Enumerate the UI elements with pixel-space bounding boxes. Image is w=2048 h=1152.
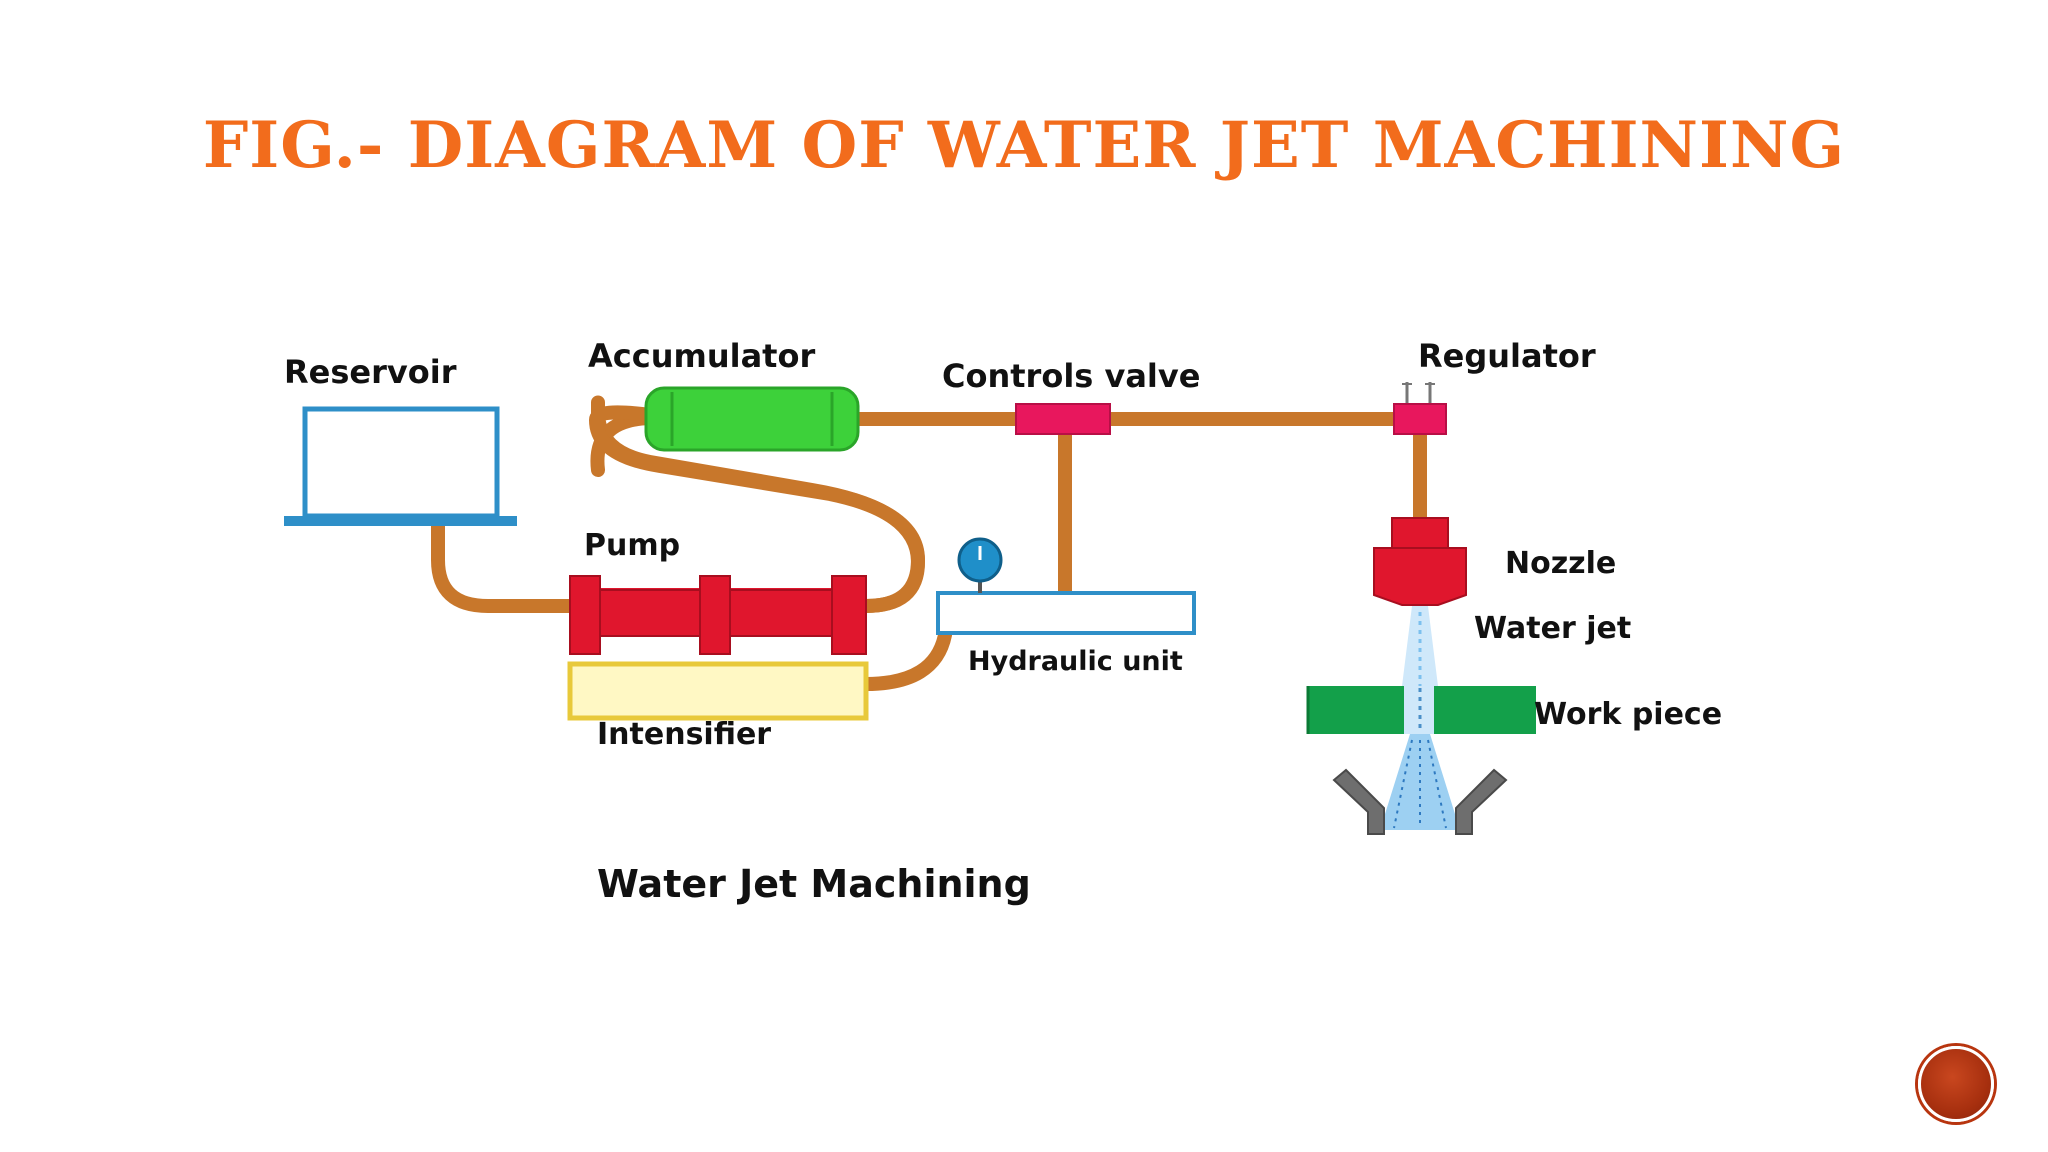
pipe-intensifier-hydraulic	[859, 628, 952, 691]
circle-nav-icon[interactable]	[1918, 1046, 1994, 1122]
hydraulic-unit	[936, 537, 1196, 635]
label-regulator: Regulator	[1418, 337, 1596, 375]
work-piece	[1306, 686, 1536, 734]
regulator	[1393, 382, 1447, 435]
slide-title: FIG.- DIAGRAM OF WATER JET MACHINING	[202, 108, 1846, 183]
diagram-caption: Water Jet Machining	[597, 862, 1031, 906]
pump	[569, 575, 867, 655]
label-reservoir: Reservoir	[284, 353, 457, 391]
spray-cone	[1380, 734, 1460, 830]
label-accumulator: Accumulator	[588, 337, 815, 375]
label-hydraulic-unit: Hydraulic unit	[968, 646, 1183, 677]
label-controls-valve: Controls valve	[942, 357, 1200, 395]
label-work-piece: Work piece	[1534, 697, 1722, 732]
controls-valve	[1015, 403, 1111, 435]
label-nozzle: Nozzle	[1505, 546, 1616, 581]
pipe-reservoir-pump	[431, 517, 579, 613]
label-pump: Pump	[584, 528, 680, 563]
water-jet	[1402, 606, 1438, 686]
nozzle	[1373, 517, 1467, 606]
label-intensifier: Intensifier	[597, 717, 771, 752]
catcher	[1332, 768, 1508, 835]
pipe-s-curve	[588, 405, 926, 613]
intensifier	[567, 661, 869, 721]
reservoir-tank	[302, 406, 500, 519]
label-water-jet: Water jet	[1474, 611, 1631, 646]
reservoir	[284, 406, 517, 526]
accumulator	[644, 386, 860, 452]
reservoir-base	[284, 516, 517, 526]
